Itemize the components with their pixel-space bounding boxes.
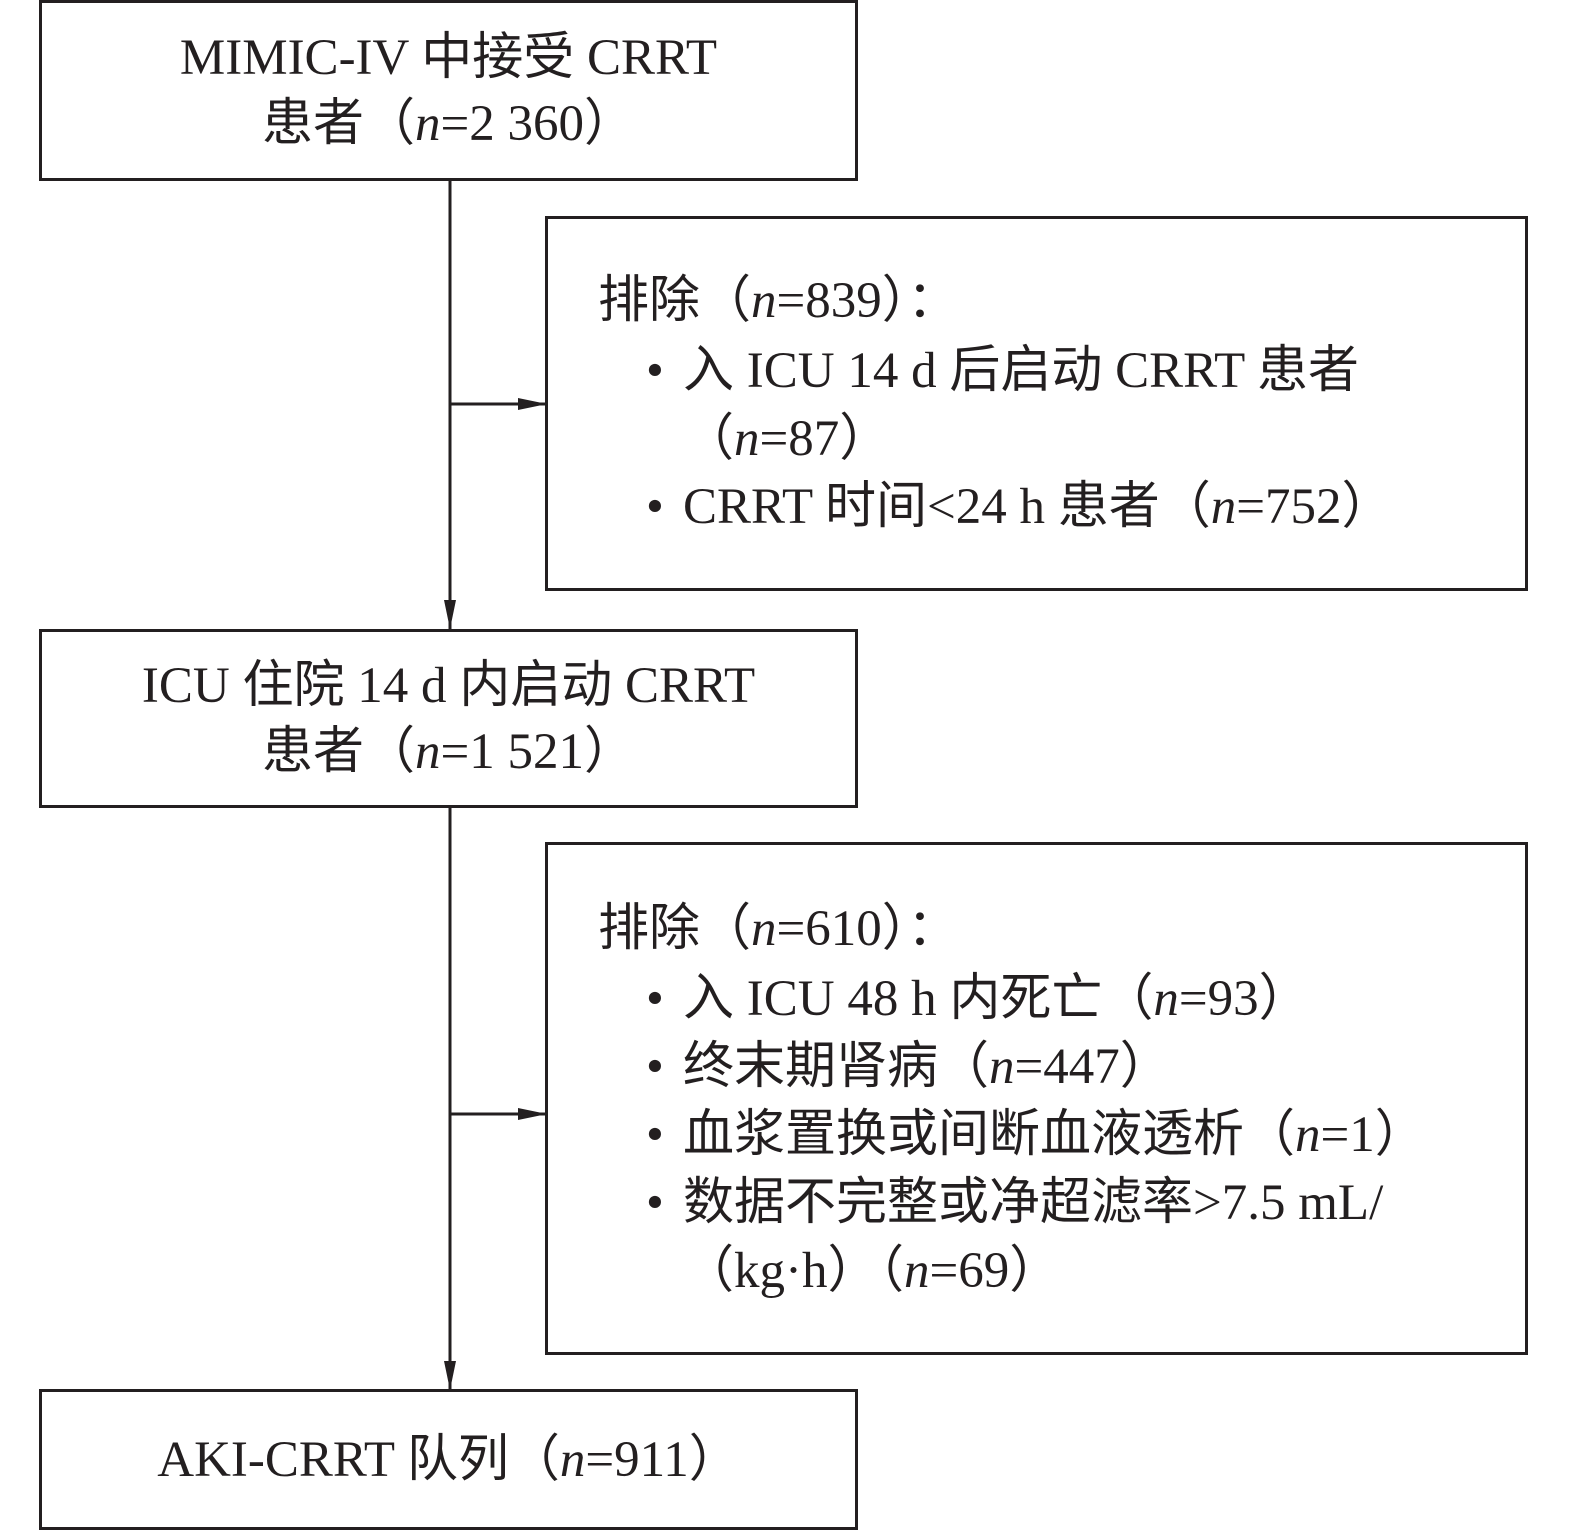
start-line2: 患者（n=2 360） [261, 95, 636, 152]
exclusion2-list: 入 ICU 48 h 内死亡（n=93） 终末期肾病（n=447） 血浆置换或间… [598, 965, 1525, 1305]
exclusion2-item: 数据不完整或净超滤率>7.5 mL/ （kg·h）（n=69） [598, 1169, 1525, 1305]
final-line1: AKI-CRRT 队列（n=911） [157, 1431, 740, 1488]
arrowhead-right-1 [518, 398, 547, 410]
middle-box: ICU 住院 14 d 内启动 CRRT 患者（n=1 521） [39, 629, 858, 808]
exclusion2-item: 终末期肾病（n=447） [598, 1033, 1525, 1101]
exclusion2-item: 入 ICU 48 h 内死亡（n=93） [598, 965, 1525, 1033]
start-box: MIMIC-IV 中接受 CRRT 患者（n=2 360） [39, 0, 858, 181]
exclusion1-item: 入 ICU 14 d 后启动 CRRT 患者 （n=87） [598, 337, 1525, 473]
middle-line1: ICU 住院 14 d 内启动 CRRT [141, 657, 756, 714]
exclusion2-heading: 排除（n=610）： [598, 901, 959, 957]
arrowhead-down-2 [444, 1361, 456, 1390]
start-line1: MIMIC-IV 中接受 CRRT [179, 29, 718, 86]
exclusion2-item: 血浆置换或间断血液透析（n=1） [598, 1101, 1525, 1169]
exclusion1-list: 入 ICU 14 d 后启动 CRRT 患者 （n=87） CRRT 时间<24… [598, 337, 1525, 541]
exclusion1-item: CRRT 时间<24 h 患者（n=752） [598, 473, 1525, 541]
exclusion1-box: 排除（n=839）： 入 ICU 14 d 后启动 CRRT 患者 （n=87）… [545, 216, 1528, 591]
arrowhead-right-2 [518, 1108, 547, 1120]
exclusion1-heading: 排除（n=839）： [598, 273, 959, 329]
arrowhead-down-1 [444, 600, 456, 629]
middle-line2: 患者（n=1 521） [261, 723, 636, 780]
exclusion2-box: 排除（n=610）： 入 ICU 48 h 内死亡（n=93） 终末期肾病（n=… [545, 842, 1528, 1355]
final-box: AKI-CRRT 队列（n=911） [39, 1389, 858, 1530]
